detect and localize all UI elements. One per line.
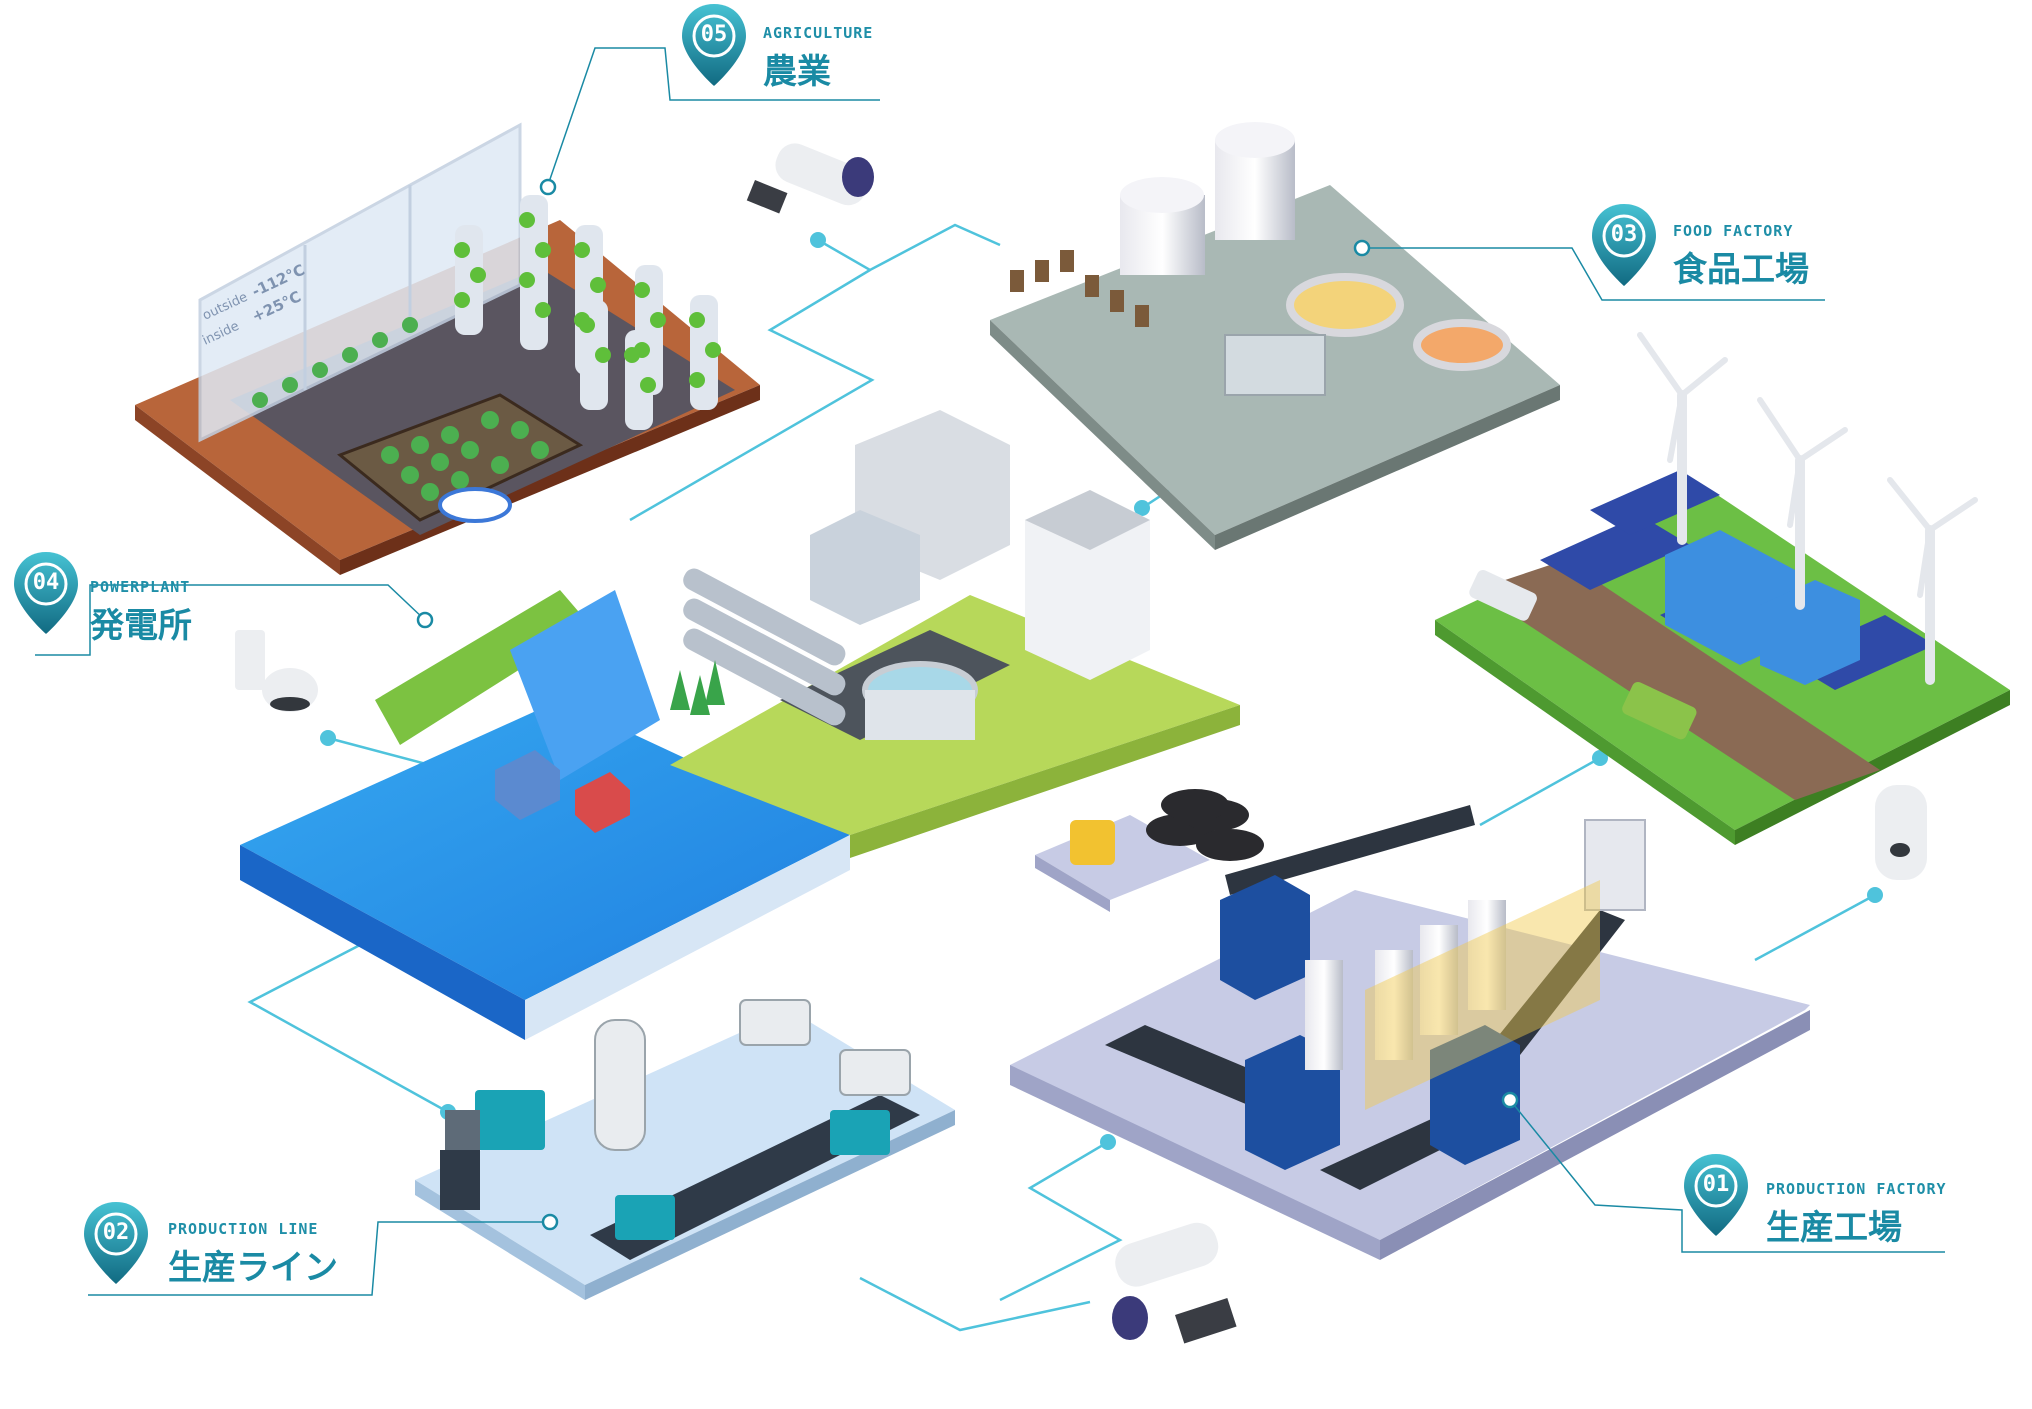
location-pin-icon [14,552,78,634]
powerplant-platform [240,410,1240,1040]
label-english: PRODUCTION LINE [168,1220,319,1238]
label-japanese: 生産ライン [168,1248,338,1288]
label-english: AGRICULTURE [763,24,874,42]
label-number: 01 [1702,1172,1730,1197]
location-pin-icon [682,4,746,86]
network-lines [247,223,1883,1332]
wind-solar-platform [1435,332,2010,845]
tire-pile [1146,789,1264,861]
agriculture-platform: outside -112°C inside +25°C [135,122,760,575]
wind-turbines [1637,332,1978,685]
label-english: FOOD FACTORY [1673,222,1794,240]
security-camera-icon [1112,1222,1237,1344]
wall-sensor-icon [1875,785,1927,880]
label-japanese: 食品工場 [1673,250,1809,290]
security-camera-icon [746,143,874,214]
label-japanese: 生産工場 [1766,1208,1902,1248]
label-number: 03 [1610,222,1638,247]
label-number: 04 [32,570,60,595]
location-pin-icon [1592,204,1656,286]
production-line-platform [415,999,955,1300]
vertical-farm-towers [454,195,721,430]
food-factory-platform [990,122,1560,550]
location-pin-icon [1684,1154,1748,1236]
label-number: 02 [102,1220,130,1245]
label-japanese: 農業 [763,52,831,92]
dam-pipes [683,568,846,726]
factory-machines [1220,819,1646,1170]
location-pin-icon [84,1202,148,1284]
label-english: PRODUCTION FACTORY [1766,1180,1947,1198]
wall-sensor-icon [235,630,318,712]
label-english: POWERPLANT [90,578,191,596]
production-factory-platform [1010,789,1810,1260]
label-number: 05 [700,22,728,47]
label-japanese: 発電所 [90,606,192,646]
